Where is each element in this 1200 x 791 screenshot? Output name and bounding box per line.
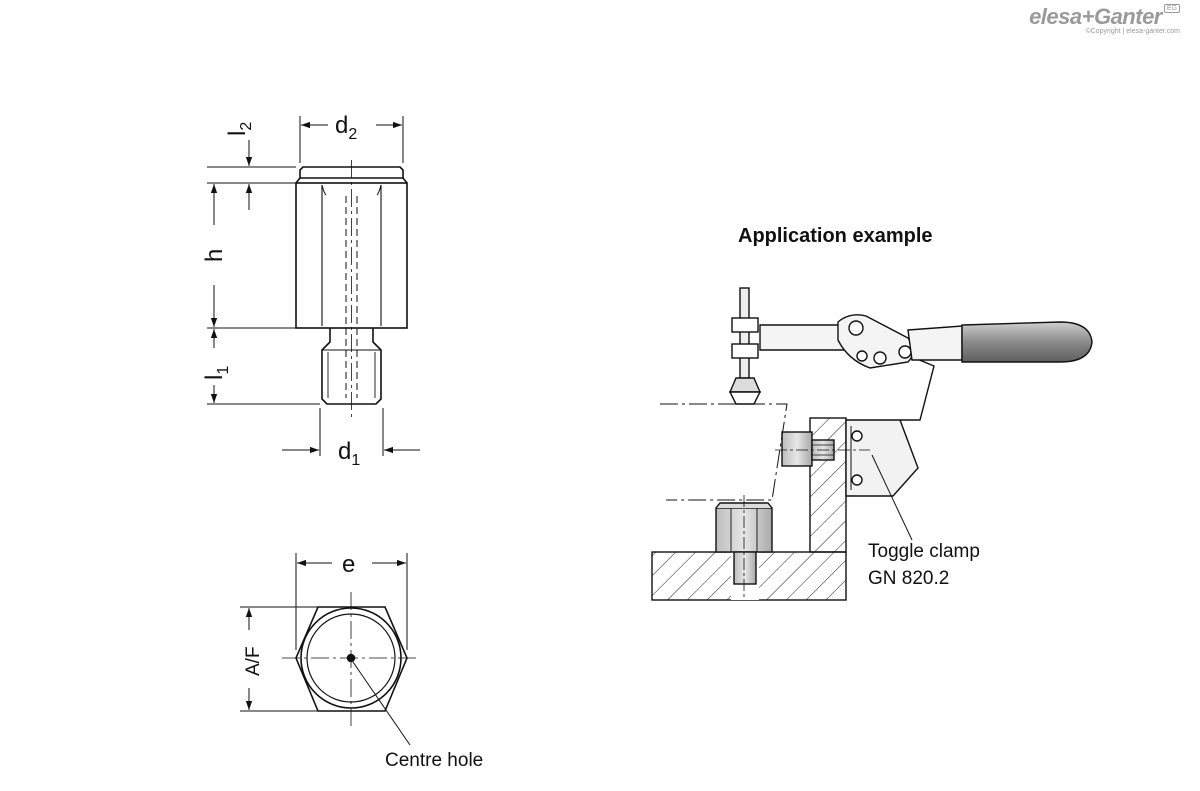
- label-h: h: [201, 249, 228, 262]
- logo-copyright: ©Copyright | elesa-ganter.com: [1085, 28, 1180, 35]
- clamp-handle: [907, 325, 963, 361]
- dimension-lines-side: [207, 116, 420, 456]
- label-d1: d1: [338, 438, 360, 469]
- vertical-wall: [809, 417, 847, 553]
- label-centre-hole: Centre hole: [385, 750, 483, 771]
- application-example: [651, 287, 1093, 601]
- label-l1: l1: [201, 366, 232, 380]
- application-title: Application example: [738, 225, 933, 247]
- spindle: [739, 287, 750, 379]
- top-view: [282, 592, 420, 726]
- label-toggle-clamp: Toggle clamp: [868, 541, 980, 562]
- dimension-lines-top: [240, 553, 411, 746]
- support-screw: [781, 431, 813, 467]
- label-af: A/F: [243, 646, 264, 676]
- label-e: e: [342, 551, 355, 578]
- label-d2: d2: [335, 112, 357, 143]
- label-l2: l2: [224, 122, 255, 136]
- clamp-base: [845, 419, 919, 497]
- logo-text: elesa+Ganter: [1029, 4, 1162, 29]
- logo-badge: EG: [1163, 4, 1180, 13]
- side-view: [295, 160, 408, 420]
- label-toggle-clamp-model: GN 820.2: [868, 568, 949, 589]
- clamp-arm: [759, 324, 851, 351]
